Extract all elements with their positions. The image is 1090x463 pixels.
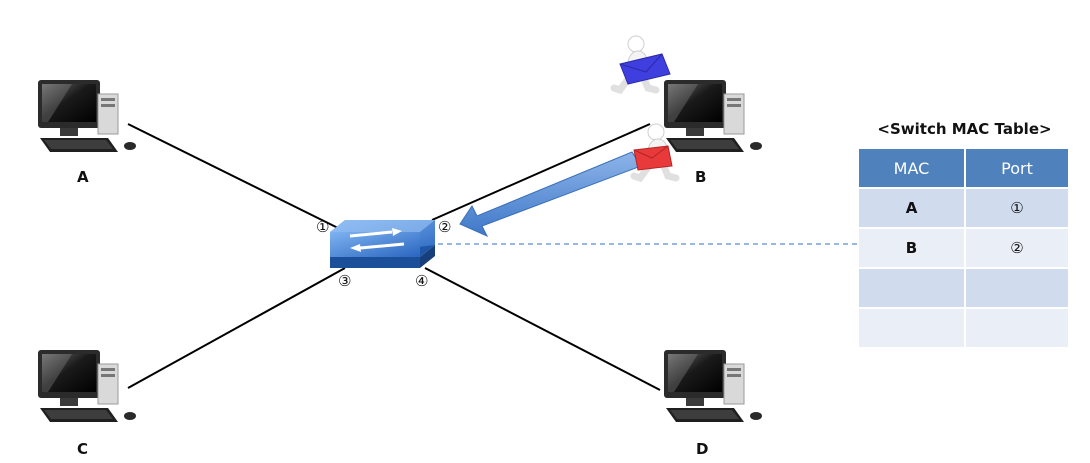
port-label-3: ③ (338, 272, 352, 290)
port-cell (965, 267, 1068, 308)
computer-a-icon (37, 79, 137, 153)
port-label-1: ① (316, 218, 330, 236)
mac-cell (859, 307, 966, 347)
table-row (859, 307, 1068, 347)
port-cell: ① (965, 187, 1068, 228)
mac-table-title: <Switch MAC Table> (877, 120, 1052, 138)
computer-d-icon (663, 349, 763, 423)
mac-table-header-row: MAC Port (859, 149, 1068, 188)
frame-direction-arrow (459, 151, 642, 238)
courier-blue-envelope-icon (614, 36, 671, 90)
network-switch-icon (330, 220, 435, 268)
node-label-a: A (77, 168, 89, 186)
port-column-header: Port (965, 149, 1068, 188)
mac-cell (859, 267, 966, 308)
port-cell (965, 307, 1068, 347)
table-row: B ② (859, 227, 1068, 268)
node-label-c: C (77, 440, 89, 458)
port-label-2: ② (438, 218, 452, 236)
port-cell: ② (965, 227, 1068, 268)
port-label-4: ④ (415, 272, 429, 290)
mac-cell: B (859, 227, 966, 268)
mac-column-header: MAC (859, 149, 966, 188)
link-d (424, 267, 661, 391)
mac-cell: A (859, 187, 966, 228)
table-row (859, 267, 1068, 308)
link-b (431, 123, 651, 221)
computer-b-icon (663, 79, 763, 153)
mac-table: MAC Port A ① B ② (859, 149, 1068, 347)
courier-red-envelope-icon (634, 124, 676, 178)
link-a (127, 123, 339, 229)
computer-c-icon (37, 349, 137, 423)
table-row: A ① (859, 187, 1068, 228)
node-label-b: B (695, 168, 707, 186)
link-c (127, 267, 346, 389)
node-label-d: D (696, 440, 709, 458)
